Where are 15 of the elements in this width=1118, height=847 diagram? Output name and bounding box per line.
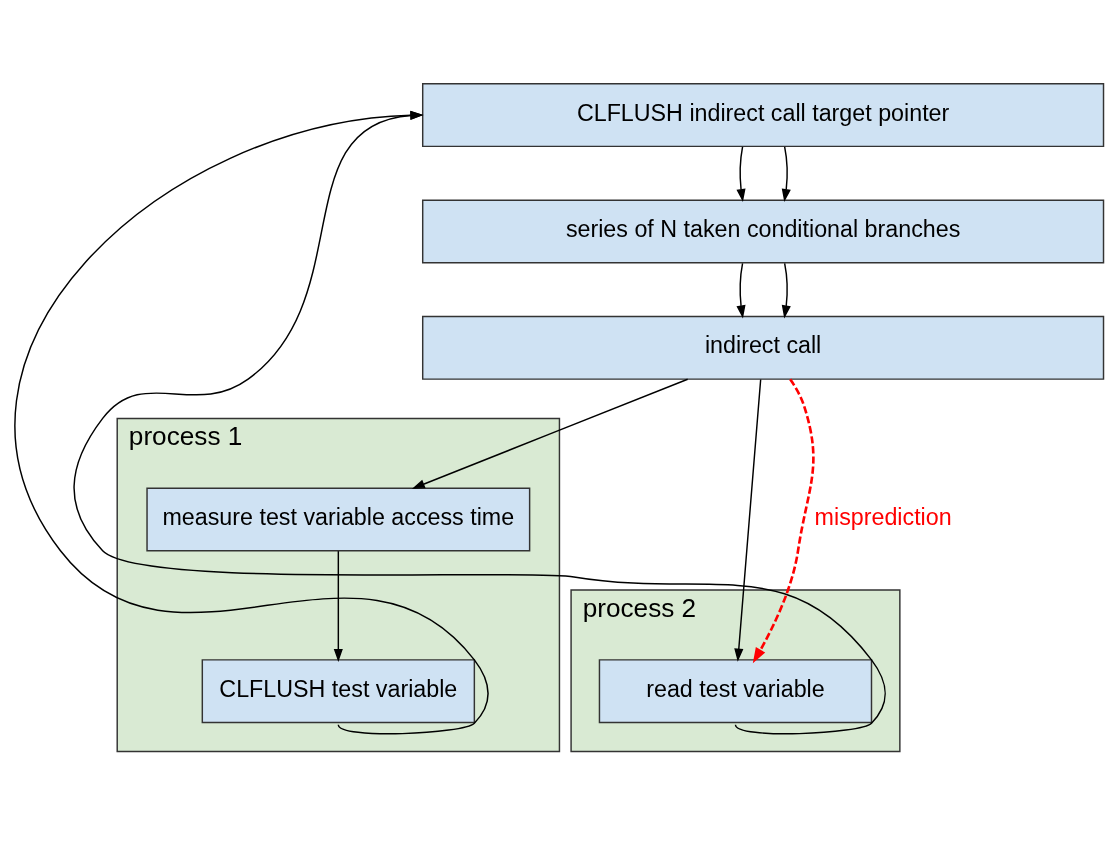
node-box: indirect call	[422, 315, 1105, 380]
arrow	[411, 378, 689, 489]
arrow	[736, 262, 746, 319]
arrow	[734, 378, 762, 662]
arrow	[752, 378, 815, 664]
edge-label: misprediction	[814, 504, 952, 531]
arrow	[333, 550, 343, 662]
node-box: series of N taken conditional branches	[422, 199, 1105, 264]
arrow	[781, 262, 791, 319]
node-box: CLFLUSH indirect call target pointer	[422, 83, 1105, 148]
arrow	[781, 146, 791, 203]
arrow	[736, 146, 746, 203]
node-box: read test variable	[598, 659, 873, 724]
node-box: measure test variable access time	[146, 487, 531, 552]
node-box: CLFLUSH test variable	[201, 659, 476, 724]
